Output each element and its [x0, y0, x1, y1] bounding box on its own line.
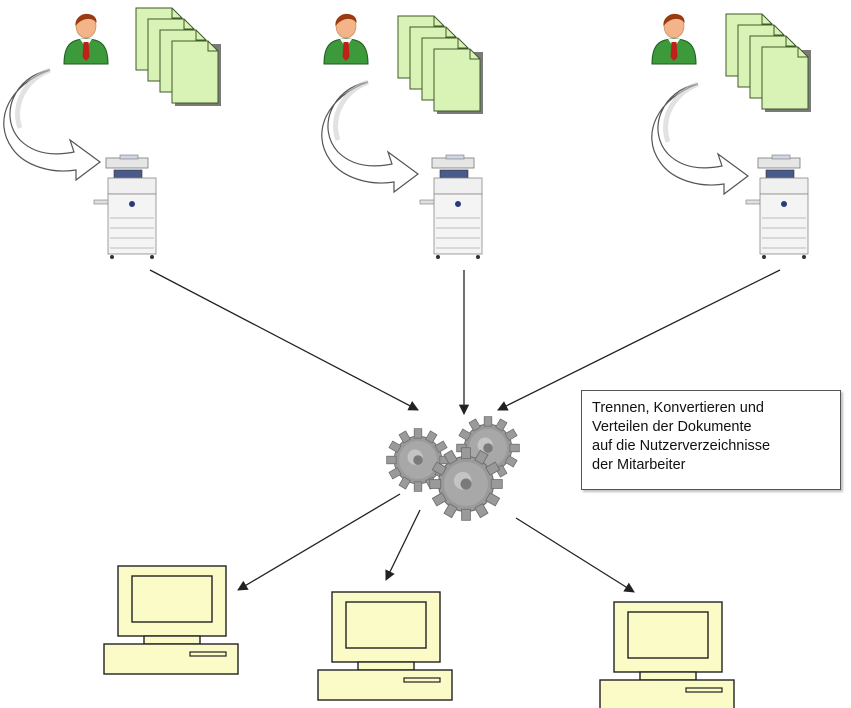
curved-arrow-icon: [652, 84, 748, 194]
document-stack-icon: [725, 13, 812, 113]
arrow-gears-to-computer2: [385, 509, 421, 581]
document-stack-icon: [135, 7, 222, 107]
description-line-4: der Mitarbeiter: [592, 457, 686, 473]
user-icon: [323, 13, 369, 65]
curved-arrow-icon: [4, 70, 100, 180]
description-line-1: Trennen, Konvertieren und: [592, 400, 764, 416]
arrow-gears-to-computer3: [515, 517, 635, 593]
description-line-2: Verteilen der Dokumente: [592, 419, 752, 435]
process-description-box: Trennen, Konvertieren und Verteilen der …: [581, 390, 841, 490]
input-arrows: [149, 269, 781, 416]
user-icon: [651, 13, 697, 65]
multifunction-printer-icon: [745, 154, 809, 260]
output-arrows: [237, 493, 635, 593]
arrow-copier1-to-gears: [149, 269, 419, 411]
arrow-copier3-to-gears: [497, 269, 781, 411]
desktop-computer-icon: [599, 601, 735, 708]
multifunction-printer-icon: [419, 154, 483, 260]
curved-arrow-icon: [322, 82, 418, 192]
gears-icon: [386, 416, 520, 521]
description-line-3: auf die Nutzerverzeichnisse: [592, 438, 771, 454]
source-group-2: [322, 13, 484, 260]
arrow-gears-to-computer1: [237, 493, 401, 591]
source-group-1: [4, 7, 222, 260]
document-stack-icon: [397, 15, 484, 115]
user-icon: [63, 13, 109, 65]
desktop-computer-icon: [103, 565, 239, 675]
source-group-3: [651, 13, 812, 260]
multifunction-printer-icon: [93, 154, 157, 260]
desktop-computer-icon: [317, 591, 453, 701]
